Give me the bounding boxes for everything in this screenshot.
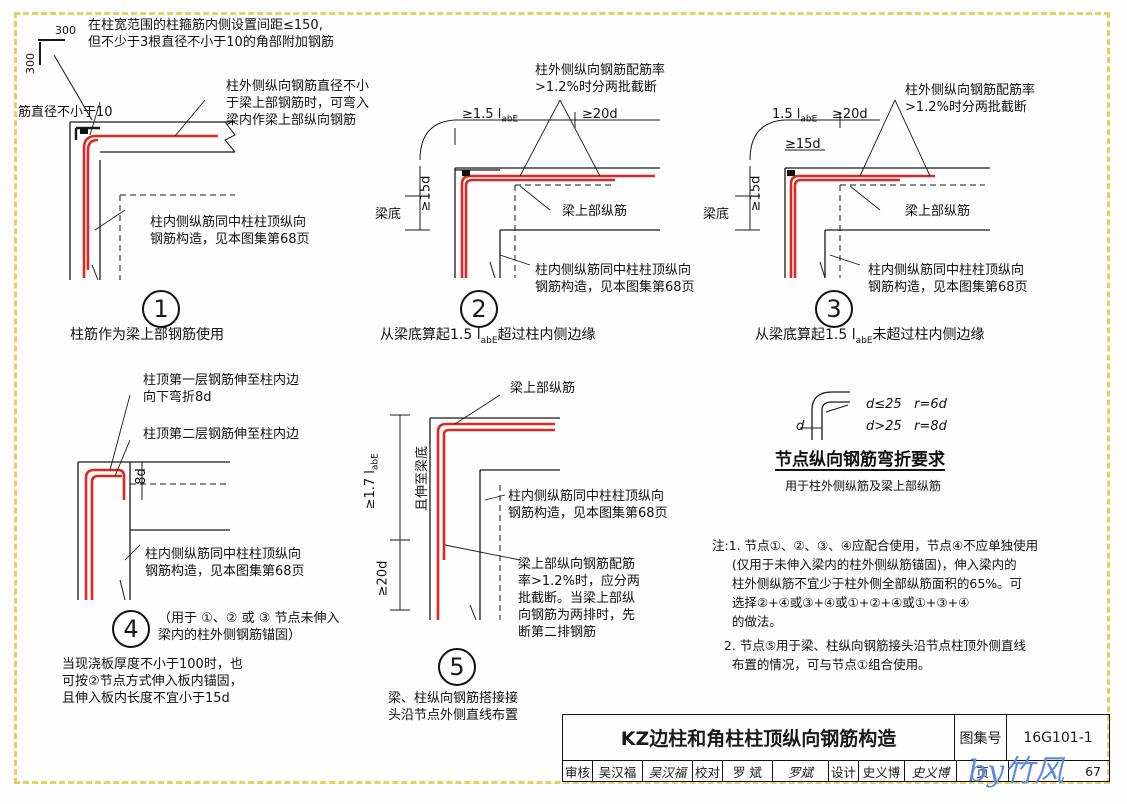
node3-dim-b: ≥20d bbox=[832, 107, 868, 122]
check-label: 校对 bbox=[693, 761, 723, 781]
bend-rule-2: d>25 r=8d bbox=[866, 419, 947, 434]
checker: 罗 斌 bbox=[723, 761, 773, 781]
node3-drawing bbox=[735, 112, 990, 279]
node2-dim-a: ≥1.5 labE bbox=[462, 107, 519, 125]
sheet-frame bbox=[14, 12, 1110, 784]
note-1: 注:1. 节点①、②、③、④应配合使用，节点④不应单独使用 (仅用于未伸入梁内的… bbox=[712, 538, 1039, 629]
node1-dim-300-h: 300 bbox=[55, 24, 76, 37]
bend-d-label: d bbox=[796, 419, 805, 434]
node4-number: 4 bbox=[112, 610, 150, 648]
node2-note-rate: 柱外侧纵向钢筋配筋率 >1.2%时分两批截断 bbox=[535, 63, 666, 95]
node3-dim-c: ≥15d bbox=[785, 137, 821, 152]
node4-note-use: （用于 ①、② 或 ③ 节点未伸入 梁内的柱外侧钢筋锚固） bbox=[158, 611, 340, 643]
watermark: by竹风 bbox=[968, 754, 1065, 789]
node4-drawing bbox=[77, 461, 230, 601]
node1-number: 1 bbox=[142, 290, 180, 328]
node2-outer-rebar-b bbox=[464, 178, 615, 278]
node2-outer-rebar-a bbox=[460, 174, 655, 278]
node1-drawing bbox=[38, 39, 236, 281]
node2-number: 2 bbox=[460, 290, 498, 328]
page-label: 页 bbox=[957, 761, 1009, 781]
note-2: 2. 节点⑤用于梁、柱纵向钢筋接头沿节点柱顶外侧直线 布置的情况，可与节点①组合… bbox=[723, 638, 1027, 672]
node1-outer-rebar bbox=[82, 134, 218, 278]
node2-dim-15d: ≥15d bbox=[418, 175, 434, 212]
drawing-title: KZ边柱和角柱柱顶纵向钢筋构造 bbox=[563, 715, 955, 761]
node5-dim-20d: ≥20d bbox=[375, 560, 391, 597]
node4-note-slab: 当现浇板厚度不小于100时，也 可按②节点方式伸入板内锚固， 且伸入板内长度不宜… bbox=[62, 657, 243, 706]
title-block: KZ边柱和角柱柱顶纵向钢筋构造 图集号 16G101-1 审核 吴汉福 吴汉福 … bbox=[562, 714, 1110, 782]
node3-beam-top: 梁上部纵筋 bbox=[905, 204, 971, 219]
reviewer: 吴汉福 bbox=[593, 761, 643, 781]
node1-inner-rebar bbox=[86, 138, 99, 270]
node1-note-top: 在柱宽范围的柱箍筋内侧设置间距≤150, 但不少于3根直径不小于10的角部附加钢… bbox=[88, 18, 334, 50]
node2-beam-top: 梁上部纵筋 bbox=[562, 204, 628, 219]
node5-dim-17: ≥1.7 labE bbox=[362, 453, 381, 510]
node5-dim-17-note: 且伸至梁底 bbox=[415, 445, 431, 512]
node2-note-inner: 柱内侧纵筋同中柱柱顶纵向 钢筋构造，见本图集第68页 bbox=[535, 263, 695, 295]
page-number: 67 bbox=[1085, 763, 1101, 779]
node2-beam-bottom: 梁底 bbox=[375, 207, 402, 222]
bend-detail-drawing bbox=[800, 391, 850, 440]
node1-dim-300-v: 300 bbox=[24, 53, 37, 74]
node4-note-layer1: 柱顶第一层钢筋伸至柱内边 向下弯折8d bbox=[143, 373, 300, 405]
node4-rebar-2 bbox=[90, 474, 122, 600]
node5-caption: 梁、柱纵向钢筋搭接接 头沿节点外侧直线布置 bbox=[388, 691, 519, 723]
node5-beam-top: 梁上部纵筋 bbox=[510, 381, 576, 396]
node3-number: 3 bbox=[815, 290, 853, 328]
designer: 史义博 bbox=[859, 761, 905, 781]
node3-outer-rebar-b bbox=[793, 178, 900, 278]
review-label: 审核 bbox=[563, 761, 593, 781]
signature-row: 审核 吴汉福 吴汉福 校对 罗 斌 罗斌 设计 史义博 史义博 页 67 bbox=[563, 761, 1109, 781]
node4-note-layer2: 柱顶第二层钢筋伸至柱内边 bbox=[143, 427, 300, 442]
node2-corner-bar bbox=[462, 170, 470, 176]
bend-rule-1: d≤25 r=6d bbox=[866, 397, 947, 412]
node1-note-outer: 柱外侧纵向钢筋直径不小 于梁上部钢筋时，可弯入 梁内作梁上部纵向钢筋 bbox=[226, 79, 370, 128]
design-label: 设计 bbox=[829, 761, 859, 781]
node3-beam-bottom: 梁底 bbox=[703, 207, 730, 222]
node3-dim-15d: ≥15d bbox=[748, 175, 764, 212]
node5-note-rate: 梁上部纵向钢筋配筋 率>1.2%时，应分两 批截断。当梁上部纵 向钢筋为两排时，… bbox=[518, 557, 640, 640]
node4-rebar-1 bbox=[84, 468, 126, 600]
node1-caption: 柱筋作为梁上部钢筋使用 bbox=[70, 327, 224, 343]
atlas-label: 图集号 bbox=[955, 715, 1007, 761]
node1-note-diameter: 筋直径不小于10 bbox=[18, 105, 113, 120]
node3-dim-a: 1.5 labE bbox=[772, 107, 818, 125]
node3-note-inner: 柱内侧纵筋同中柱柱顶纵向 钢筋构造，见本图集第68页 bbox=[868, 263, 1028, 295]
node2-drawing bbox=[405, 112, 660, 279]
reviewer-signature: 吴汉福 bbox=[643, 761, 693, 781]
bend-subtitle: 用于柱外侧纵筋及梁上部纵筋 bbox=[785, 479, 942, 493]
atlas-number: 16G101-1 bbox=[1007, 715, 1109, 761]
node3-corner-bar bbox=[787, 170, 795, 176]
node3-note-rate: 柱外侧纵向钢筋配筋率 >1.2%时分两批截断 bbox=[905, 83, 1036, 115]
bend-title: 节点纵向钢筋弯折要求 bbox=[775, 450, 945, 471]
node3-outer-rebar-a bbox=[789, 174, 935, 278]
designer-signature: 史义博 bbox=[905, 761, 957, 781]
node5-drawing bbox=[390, 414, 560, 621]
node2-caption: 从梁底算起1.5 labE超过柱内侧边缘 bbox=[380, 327, 596, 346]
checker-signature: 罗斌 bbox=[773, 761, 829, 781]
node5-number: 5 bbox=[438, 648, 476, 686]
node1-corner-bar bbox=[80, 128, 88, 134]
node4-dim-8d: 8d bbox=[133, 468, 149, 485]
node5-beam-rebar bbox=[442, 428, 555, 560]
node3-caption: 从梁底算起1.5 labE未超过柱内侧边缘 bbox=[755, 327, 985, 346]
node5-note-inner: 柱内侧纵筋同中柱柱顶纵向 钢筋构造，见本图集第68页 bbox=[508, 489, 668, 521]
node1-note-inner: 柱内侧纵筋同中柱柱顶纵向 钢筋构造，见本图集第68页 bbox=[150, 215, 310, 247]
node4-note-inner: 柱内侧纵筋同中柱柱顶纵向 钢筋构造，见本图集第68页 bbox=[145, 547, 305, 579]
node2-dim-b: ≥20d bbox=[582, 107, 618, 122]
node5-outer-rebar bbox=[436, 422, 555, 620]
